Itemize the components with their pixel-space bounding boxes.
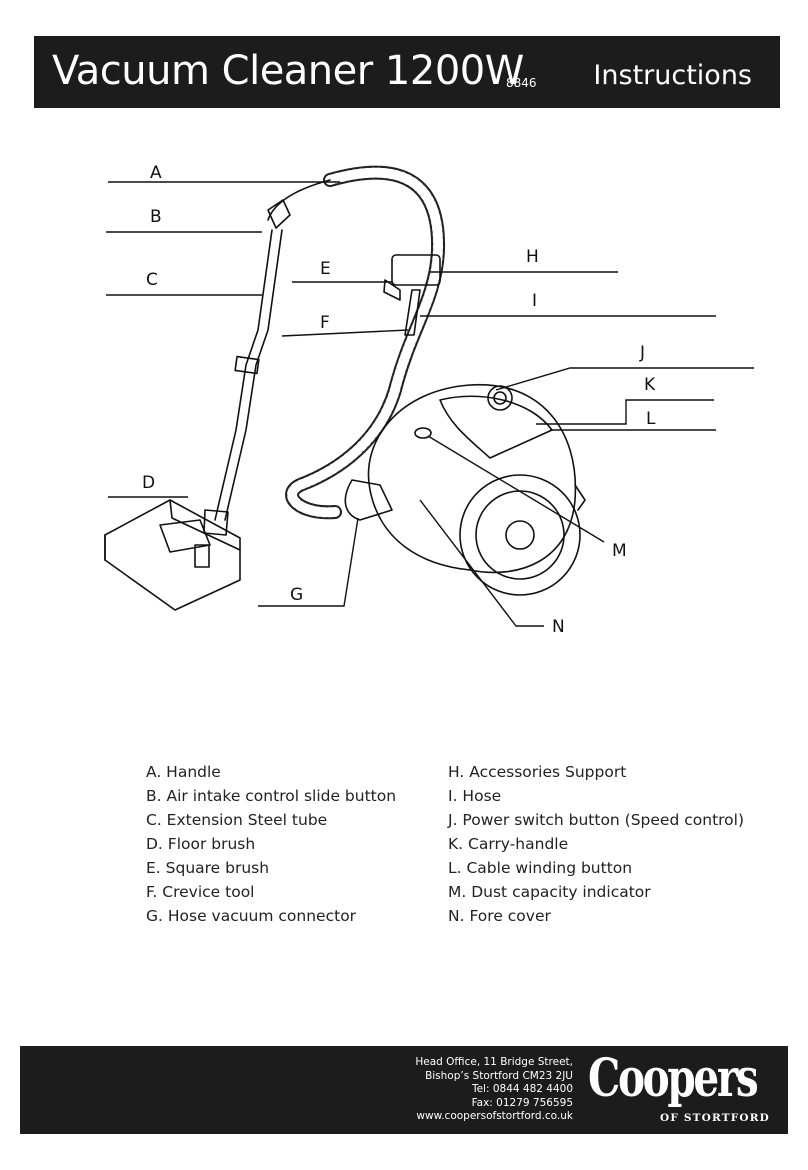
callout-i: I: [532, 291, 537, 311]
list-item: M. Dust capacity indicator: [448, 883, 651, 901]
page-title: Vacuum Cleaner 1200W: [52, 48, 524, 94]
list-item: N. Fore cover: [448, 907, 551, 925]
fax-line: Fax: 01279 756595: [471, 1096, 573, 1109]
callout-f: F: [320, 313, 330, 333]
list-item: B. Air intake control slide button: [146, 787, 397, 805]
company-address: Head Office, 11 Bridge Street, Bishop’s …: [415, 1056, 573, 1124]
address-line: Head Office, 11 Bridge Street,: [415, 1056, 573, 1068]
header-bar: Vacuum Cleaner 1200W 8846 Instructions: [34, 36, 780, 108]
coopers-logo-subtitle: OF STORTFORD: [660, 1112, 770, 1124]
callout-k: K: [644, 375, 656, 395]
list-item: L. Cable winding button: [448, 859, 633, 877]
section-label: Instructions: [593, 60, 752, 91]
callout-l: L: [646, 409, 656, 429]
callout-e: E: [320, 259, 331, 279]
model-number: 8846: [506, 76, 537, 90]
parts-list-left: A. Handle B. Air intake control slide bu…: [146, 760, 436, 928]
phone-line: Tel: 0844 482 4400: [471, 1083, 573, 1095]
list-item: A. Handle: [146, 763, 221, 781]
coopers-logo: Coopers: [588, 1048, 759, 1109]
list-item: C. Extension Steel tube: [146, 811, 328, 829]
callout-n: N: [552, 617, 565, 637]
list-item: E. Square brush: [146, 859, 270, 877]
list-item: K. Carry-handle: [448, 835, 569, 853]
list-item: F. Crevice tool: [146, 883, 255, 901]
website-link[interactable]: www.coopersofstortford.co.uk: [416, 1110, 573, 1122]
callout-c: C: [146, 270, 158, 290]
footer-bar: Head Office, 11 Bridge Street, Bishop’s …: [20, 1046, 788, 1134]
callout-b: B: [150, 207, 162, 227]
address-line: Bishop’s Stortford CM23 2JU: [425, 1069, 573, 1082]
list-item: H. Accessories Support: [448, 763, 627, 781]
parts-list-right: H. Accessories Support I. Hose J. Power …: [448, 760, 788, 928]
callout-m: M: [612, 541, 627, 561]
callout-g: G: [290, 585, 303, 605]
callout-a: A: [150, 163, 162, 183]
callout-j: J: [639, 343, 645, 363]
callout-d: D: [142, 473, 155, 493]
list-item: I. Hose: [448, 787, 502, 805]
list-item: G. Hose vacuum connector: [146, 907, 357, 925]
list-item: J. Power switch button (Speed control): [448, 811, 745, 829]
vacuum-diagram: A B C D E F G H I J K L M N: [104, 163, 754, 637]
list-item: D. Floor brush: [146, 835, 256, 853]
callout-h: H: [526, 247, 539, 267]
